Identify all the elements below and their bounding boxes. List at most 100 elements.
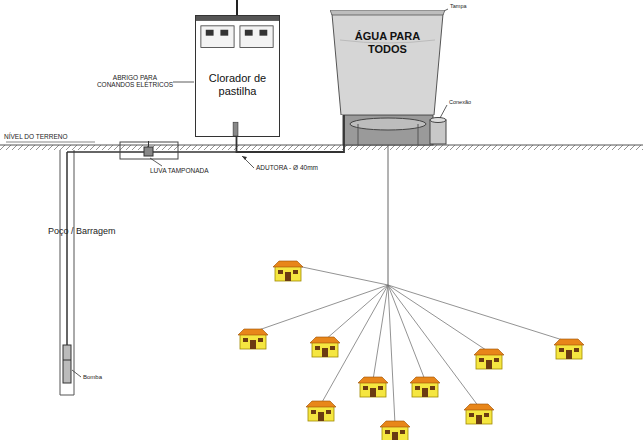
house-window — [574, 348, 579, 352]
distribution-pipe — [325, 285, 388, 340]
house-icon — [306, 401, 336, 421]
house-wall — [382, 426, 408, 440]
valve-symbol — [148, 141, 149, 147]
house-roof — [380, 421, 410, 427]
house-window — [484, 413, 489, 417]
house-wall — [360, 382, 386, 397]
house-wall — [275, 266, 301, 281]
pump-symbol — [63, 345, 71, 383]
valve-box — [120, 142, 178, 159]
well-wall — [60, 150, 61, 395]
leader-line — [150, 158, 162, 166]
leader-line — [72, 370, 81, 377]
node-text: Clorador de pastilha — [196, 72, 279, 98]
fitting-label: LUVA TAMPONADA — [150, 167, 240, 174]
house-window — [469, 413, 474, 417]
distribution-pipe — [388, 285, 395, 424]
tank-base — [343, 115, 433, 145]
house-wall — [308, 406, 334, 421]
house-roof — [358, 377, 388, 383]
well-pipe — [66, 152, 68, 345]
well-wall — [74, 150, 75, 395]
house-icon — [464, 404, 494, 424]
tank-base — [350, 118, 426, 130]
part-label: Conexão — [449, 99, 494, 105]
leader-line — [242, 156, 254, 168]
small-cylinder — [430, 120, 446, 144]
pipe-label: ADUTORA - Ø 40mm — [256, 164, 366, 171]
house-door — [322, 348, 328, 357]
valve-symbol — [144, 147, 153, 156]
house-door — [476, 415, 482, 424]
house-wall — [412, 382, 438, 397]
house-door — [486, 360, 492, 369]
house-window — [400, 430, 405, 434]
house-door — [566, 350, 572, 359]
house-window — [430, 386, 435, 390]
house-door — [370, 388, 376, 397]
house-icon — [238, 329, 268, 349]
house-door — [318, 412, 324, 421]
distribution-pipe — [388, 145, 389, 285]
callout-label: ABRIGO PARA CONANDOS ELÉTRICOS — [96, 74, 174, 89]
house-wall — [556, 344, 582, 359]
house-icon — [410, 377, 440, 397]
house-roof — [238, 329, 268, 335]
well-label: Poço / Barragem — [48, 226, 138, 236]
distribution-pipe — [373, 285, 388, 380]
house-window — [330, 346, 335, 350]
distribution-pipe — [388, 285, 569, 342]
leader-arrow — [242, 156, 247, 160]
pump-label: Bomba — [83, 374, 123, 381]
house-window — [326, 410, 331, 414]
house-window — [363, 386, 368, 390]
house-icon — [273, 261, 303, 281]
house-window — [293, 270, 298, 274]
ground-hatch — [0, 145, 643, 150]
house-wall — [476, 354, 502, 369]
tank-base — [358, 124, 359, 145]
tank-base — [418, 124, 419, 145]
house-icon — [358, 377, 388, 397]
house-roof — [464, 404, 494, 410]
distribution-pipe — [253, 285, 388, 332]
part-label: Tampa — [450, 3, 490, 9]
small-cylinder — [430, 118, 446, 123]
well-bottom — [60, 395, 74, 396]
ground-level-label: NÍVEL DO TERRENO — [4, 133, 104, 140]
house-window — [415, 386, 420, 390]
house-window — [243, 338, 248, 342]
house-icon — [474, 349, 504, 369]
pump-symbol — [63, 360, 71, 361]
house-window — [385, 430, 390, 434]
house-window — [278, 270, 283, 274]
house-wall — [466, 409, 492, 424]
tank-outline — [330, 10, 445, 115]
water-tank: ÁGUA PARA TODOS — [330, 10, 445, 115]
distribution-pipe — [388, 285, 479, 407]
leader-line — [440, 105, 447, 118]
house-wall — [312, 342, 338, 357]
house-icon — [554, 339, 584, 359]
house-roof — [273, 261, 303, 267]
house-window — [559, 348, 564, 352]
house-icon — [380, 421, 410, 440]
house-window — [494, 358, 499, 362]
distribution-pipe — [388, 285, 425, 380]
house-window — [258, 338, 263, 342]
shelter-box: Clorador de pastilha — [195, 15, 280, 137]
house-roof — [410, 377, 440, 383]
house-icon — [310, 337, 340, 357]
house-roof — [474, 349, 504, 355]
house-window — [315, 346, 320, 350]
distribution-pipe — [388, 285, 489, 352]
leader-line — [6, 142, 95, 143]
leader-line — [173, 82, 194, 83]
ground-line — [0, 145, 643, 146]
node-text: ÁGUA PARA TODOS — [330, 30, 445, 56]
house-door — [392, 432, 398, 440]
power-mast — [236, 0, 238, 15]
house-roof — [310, 337, 340, 343]
house-wall — [240, 334, 266, 349]
